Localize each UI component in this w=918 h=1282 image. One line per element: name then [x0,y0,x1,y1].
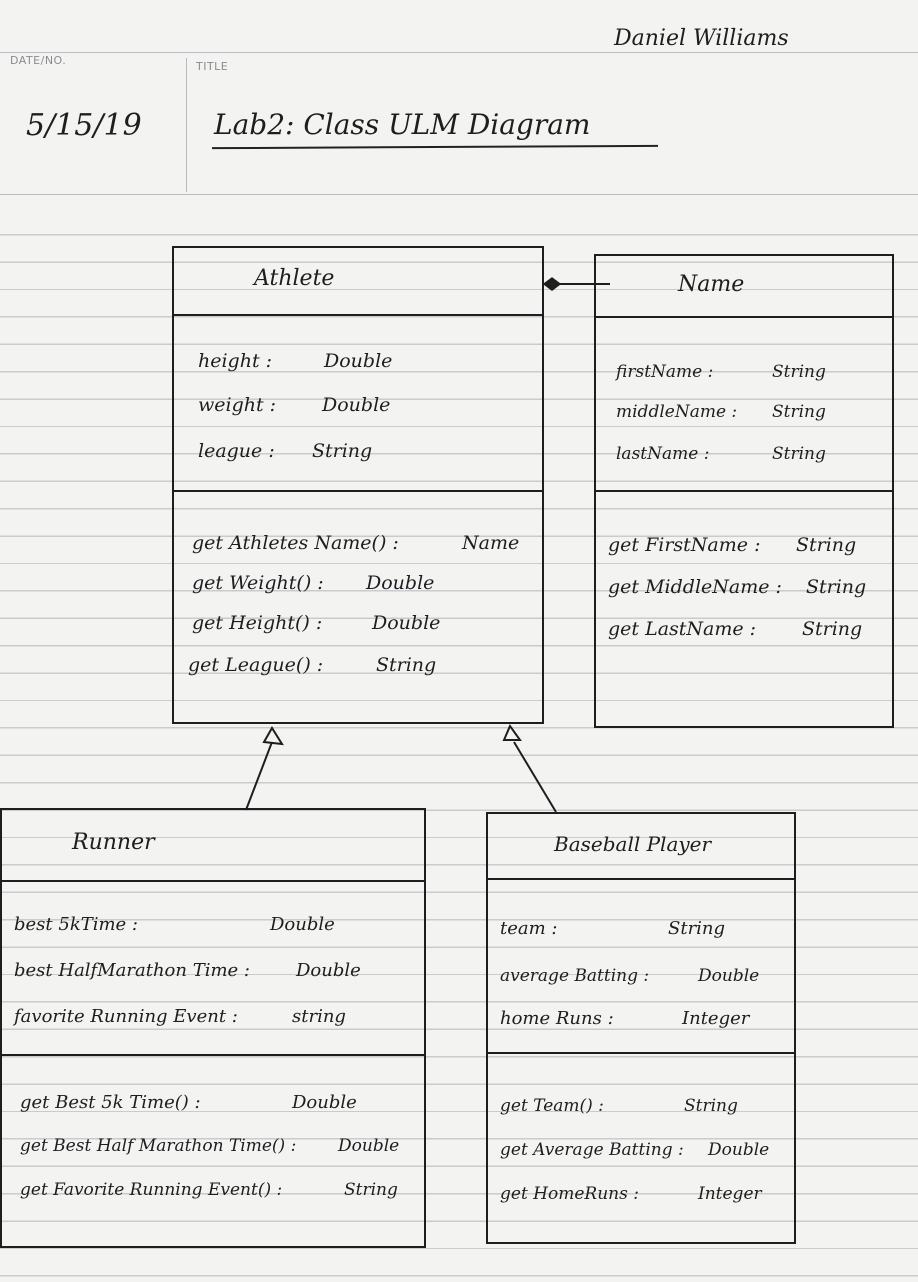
runner-attr-type: Double [296,960,361,981]
baseball-attr-type: Integer [682,1008,750,1029]
athlete-method-type: Double [372,612,441,634]
runner-class-name: Runner [72,830,155,855]
athlete-attr-type: String [312,440,373,462]
date-label: DATE/NO. [10,54,67,67]
name-attr-name: lastName : [616,444,710,464]
athlete-class-box: Athlete height : Double weight : Double … [172,246,544,724]
name-method-type: String [802,618,863,640]
runner-class-box: Runner best 5kTime : Double best HalfMar… [0,808,426,1248]
header-divider [186,58,187,192]
name-method-name: get FirstName : [608,534,761,556]
baseball-attr-name: home Runs : [500,1008,614,1029]
author-name: Daniel Williams [614,26,789,51]
title-underline [211,144,659,150]
date-value: 5/15/19 [26,108,142,143]
baseball-method-type: Integer [698,1184,762,1204]
runner-method-name: get Best Half Marathon Time() : [20,1136,297,1156]
baseball-method-name: get HomeRuns : [500,1184,639,1204]
baseball-attr-separator [488,1052,794,1054]
athlete-name-separator [174,314,542,316]
athlete-attr-name: league : [198,440,275,462]
name-attr-separator [596,490,892,492]
baseball-class-name: Baseball Player [554,832,712,856]
runner-attr-name: best HalfMarathon Time : [14,960,250,981]
baseball-method-type: String [684,1096,738,1116]
athlete-method-type: Double [366,572,435,594]
name-attr-type: String [772,362,826,382]
baseball-name-separator [488,878,794,880]
header-top-rule [0,52,918,53]
ruled-lines [0,208,918,1282]
baseball-attr-name: team : [500,918,558,939]
runner-method-type: Double [338,1136,400,1156]
athlete-attr-separator [174,490,542,492]
name-method-type: String [796,534,857,556]
athlete-attr-type: Double [322,394,391,416]
baseball-method-name: get Team() : [500,1096,604,1116]
name-method-type: String [806,576,867,598]
baseball-method-name: get Average Batting : [500,1140,684,1160]
runner-method-name: get Best 5k Time() : [20,1092,201,1113]
baseball-attr-type: Double [698,966,760,986]
athlete-method-type: Name [462,532,520,554]
runner-attr-separator [2,1054,424,1056]
runner-attr-type: string [292,1006,346,1027]
runner-method-type: Double [292,1092,357,1113]
baseball-attr-type: String [668,918,726,939]
athlete-attr-name: height : [198,350,273,372]
baseball-method-type: Double [708,1140,770,1160]
athlete-method-type: String [376,654,437,676]
runner-attr-name: favorite Running Event : [14,1006,238,1027]
name-attr-name: firstName : [616,362,714,382]
athlete-class-name: Athlete [254,266,335,291]
athlete-attr-type: Double [324,350,393,372]
runner-name-separator [2,880,424,882]
athlete-method-name: get Height() : [192,612,323,634]
name-name-separator [596,316,892,318]
athlete-attr-name: weight : [198,394,277,416]
name-class-box: Name firstName : String middleName : Str… [594,254,894,728]
name-attr-type: String [772,402,826,422]
name-method-name: get LastName : [608,618,757,640]
name-attr-name: middleName : [616,402,738,422]
baseball-player-class-box: Baseball Player team : String average Ba… [486,812,796,1244]
name-method-name: get MiddleName : [608,576,782,598]
baseball-attr-name: average Batting : [500,966,650,986]
athlete-method-name: get League() : [188,654,324,676]
header-bottom-rule [0,194,918,195]
page-title: Lab2: Class ULM Diagram [214,108,591,141]
name-attr-type: String [772,444,826,464]
runner-method-name: get Favorite Running Event() : [20,1180,283,1200]
athlete-method-name: get Athletes Name() : [192,532,399,554]
runner-attr-name: best 5kTime : [14,914,138,935]
name-class-name: Name [678,272,745,297]
runner-attr-type: Double [270,914,335,935]
runner-method-type: String [344,1180,398,1200]
athlete-method-name: get Weight() : [192,572,324,594]
title-label: TITLE [196,60,229,73]
